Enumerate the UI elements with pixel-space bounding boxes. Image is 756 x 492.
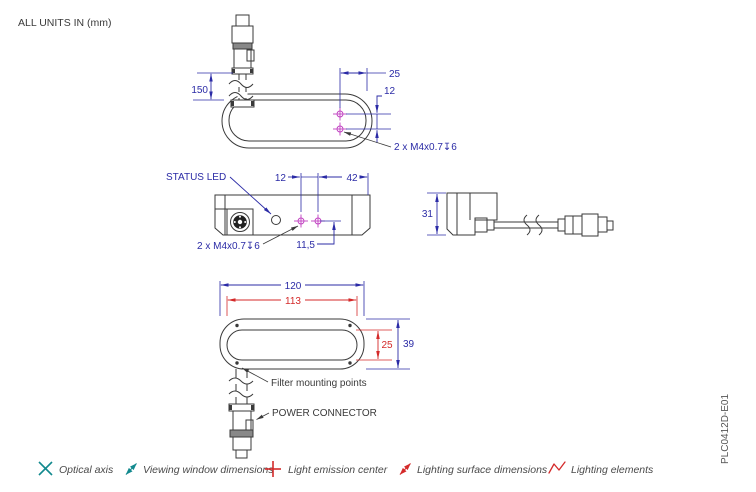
dim-outer-width: 120 <box>285 281 302 292</box>
bottom-view-red-dimensions <box>226 296 392 361</box>
top-cable-connector <box>231 14 255 75</box>
filter-mount-dot <box>235 323 239 328</box>
light-emission-icon <box>265 461 281 477</box>
dim-hole-height: 11,5 <box>296 240 315 251</box>
bottom-view-blue-dimensions <box>219 281 410 370</box>
legend: Optical axis Viewing window dimensions L… <box>38 461 654 477</box>
thread-leader-front <box>262 225 299 245</box>
thread-callout-top: 2 x M4x0.7↧6 <box>394 142 457 153</box>
filter-mount-dot <box>348 323 352 328</box>
front-view-dimensions <box>229 173 369 245</box>
legend-optical-axis-label: Optical axis <box>59 464 114 476</box>
thread-leader-top <box>343 131 392 148</box>
status-led-label: STATUS LED <box>166 172 226 183</box>
filter-mount-dot <box>348 361 352 365</box>
top-view-dimensions <box>193 68 391 143</box>
thread-callout-front: 2 x M4x0.7↧6 <box>197 241 260 252</box>
bottom-view-outline <box>219 318 365 459</box>
status-led <box>271 215 281 225</box>
bottom-view: 120 39 113 25 Filter mounting points POW… <box>219 281 415 459</box>
side-view-outline <box>446 192 614 237</box>
dim-hole-to-edge: 42 <box>346 173 358 184</box>
dim-height: 31 <box>422 209 434 220</box>
filter-leader <box>241 367 269 383</box>
filter-mount-dot <box>235 361 239 365</box>
front-view-mounting-holes <box>294 214 325 228</box>
side-view-dimensions <box>427 192 446 236</box>
power-connector-label: POWER CONNECTOR <box>272 408 377 419</box>
side-cable-connector <box>557 213 614 237</box>
dim-hole-spacing-front: 12 <box>275 173 287 184</box>
front-view: 12 42 11,5 STATUS LED 2 x M4x0.7↧6 <box>166 172 371 252</box>
power-leader <box>256 412 270 420</box>
top-view-outline <box>221 14 373 149</box>
units-note: ALL UNITS IN (mm) <box>18 17 112 29</box>
viewing-window-icon <box>125 463 137 475</box>
status-led-leader <box>229 176 272 215</box>
drawing-number-label: PLC0412D-E01 <box>720 394 731 464</box>
legend-light-emission-label: Light emission center <box>288 464 388 476</box>
lighting-elements-icon <box>548 461 566 474</box>
dim-lighting-height: 25 <box>382 340 394 351</box>
legend-lighting-elements-label: Lighting elements <box>571 464 654 476</box>
lighting-surface-icon <box>399 463 411 475</box>
legend-lighting-surface-label: Lighting surface dimensions <box>417 464 548 476</box>
power-connector <box>228 403 255 459</box>
front-view-outline <box>214 194 371 236</box>
dim-cable-length: 150 <box>191 85 208 96</box>
dim-outer-height: 39 <box>403 339 415 350</box>
top-view-mounting-holes <box>333 107 347 136</box>
dim-hole-spacing-top: 12 <box>384 86 396 97</box>
optical-axis-icon <box>38 461 53 476</box>
dim-hole-offset: 25 <box>389 69 401 80</box>
dim-lighting-width: 113 <box>285 296 301 307</box>
legend-viewing-window-label: Viewing window dimensions <box>143 464 274 476</box>
top-view: 150 25 12 2 x M4x0.7↧6 <box>191 14 457 153</box>
filter-mounting-label: Filter mounting points <box>271 378 367 389</box>
side-view: 31 <box>422 192 614 237</box>
